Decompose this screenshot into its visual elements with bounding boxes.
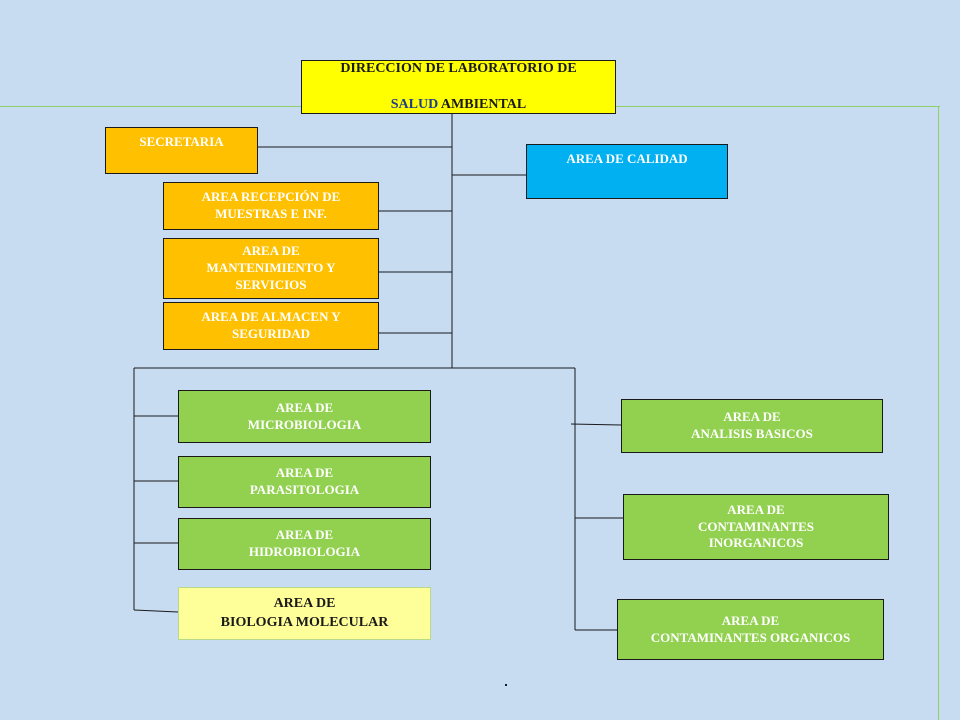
director-line-1: DIRECCION DE LABORATORIO DE xyxy=(340,60,577,76)
director-label: DIRECCION DE LABORATORIO DE SALUD AMBIEN… xyxy=(340,42,576,133)
calidad-box: AREA DE CALIDAD xyxy=(526,144,728,199)
almacen-label: AREA DE ALMACEN Y SEGURIDAD xyxy=(201,309,341,341)
calidad-label: AREA DE CALIDAD xyxy=(566,151,688,166)
recepcion-label: AREA RECEPCIÓN DE MUESTRAS E INF. xyxy=(201,189,341,221)
analisis-basicos-box: AREA DE ANALISIS BASICOS xyxy=(621,399,883,453)
secretaria-label: SECRETARIA xyxy=(139,134,224,149)
parasitologia-box: AREA DE PARASITOLOGIA xyxy=(178,456,431,508)
connector-biologia-molecular xyxy=(133,609,179,613)
director-ambiental-word: AMBIENTAL xyxy=(438,97,527,113)
biologia-molecular-box: AREA DE BIOLOGIA MOLECULAR xyxy=(178,587,431,640)
secretaria-box: SECRETARIA xyxy=(105,127,258,174)
recepcion-box: AREA RECEPCIÓN DE MUESTRAS E INF. xyxy=(163,182,379,230)
analisis-basicos-label: AREA DE ANALISIS BASICOS xyxy=(691,409,813,441)
microbiologia-label: AREA DE MICROBIOLOGIA xyxy=(247,399,362,432)
director-salud-word: SALUD xyxy=(390,97,439,113)
director-box: DIRECCION DE LABORATORIO DE SALUD AMBIEN… xyxy=(301,60,616,114)
stray-dot xyxy=(505,684,507,686)
contaminantes-inorganicos-box: AREA DE CONTAMINANTES INORGANICOS xyxy=(623,494,889,560)
mantenimiento-box: AREA DE MANTENIMIENTO Y SERVICIOS xyxy=(163,238,379,299)
contaminantes-organicos-label: AREA DE CONTAMINANTES ORGANICOS xyxy=(650,612,851,645)
frame-right-line xyxy=(938,106,939,720)
almacen-box: AREA DE ALMACEN Y SEGURIDAD xyxy=(163,302,379,350)
hidrobiologia-box: AREA DE HIDROBIOLOGIA xyxy=(178,518,431,570)
microbiologia-box: AREA DE MICROBIOLOGIA xyxy=(178,390,431,443)
hidrobiologia-label: AREA DE HIDROBIOLOGIA xyxy=(248,527,361,559)
mantenimiento-label: AREA DE MANTENIMIENTO Y SERVICIOS xyxy=(206,243,336,292)
contaminantes-inorganicos-label: AREA DE CONTAMINANTES INORGANICOS xyxy=(697,501,815,551)
parasitologia-label: AREA DE PARASITOLOGIA xyxy=(249,465,360,497)
biologia-molecular-label: AREA DE BIOLOGIA MOLECULAR xyxy=(220,596,389,630)
director-line-2: SALUD AMBIENTAL xyxy=(340,96,576,114)
connector-analisis-basicos xyxy=(570,423,622,426)
contaminantes-organicos-box: AREA DE CONTAMINANTES ORGANICOS xyxy=(617,599,884,660)
